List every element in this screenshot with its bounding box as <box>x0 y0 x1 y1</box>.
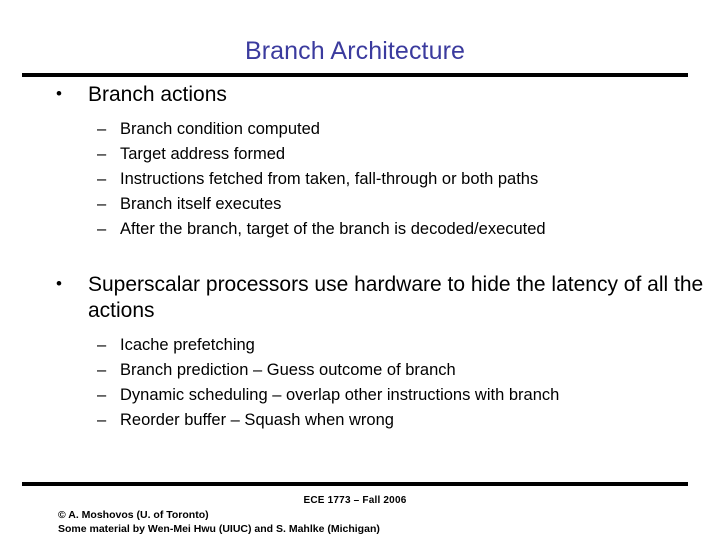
bullet-level2-reorder-buffer: – Reorder buffer – Squash when wrong <box>0 408 720 433</box>
footer-course-label: ECE 1773 – Fall 2006 <box>303 495 407 506</box>
title-divider-rule <box>22 73 688 77</box>
bullet-text: Branch prediction – Guess outcome of bra… <box>120 361 456 379</box>
spacer <box>0 242 720 272</box>
bullet-level2-branch-prediction: – Branch prediction – Guess outcome of b… <box>0 358 720 383</box>
page-title: Branch Architecture <box>244 37 466 65</box>
bullet-level2-target-address-formed: – Target address formed <box>0 142 720 167</box>
bullet-dash-icon: – <box>97 170 107 188</box>
bullet-text: Branch itself executes <box>120 195 282 213</box>
footer-credits: © A. Moshovos (U. of Toronto) Some mater… <box>58 509 678 536</box>
bullet-level2-branch-itself-executes: – Branch itself executes <box>0 192 720 217</box>
bullet-level2-instructions-fetched: – Instructions fetched from taken, fall-… <box>0 167 720 192</box>
bullet-text: Instructions fetched from taken, fall-th… <box>120 170 539 188</box>
bullet-text: Branch actions <box>88 83 227 106</box>
bullet-text: After the branch, target of the branch i… <box>120 220 546 238</box>
bullet-dash-icon: – <box>97 386 107 404</box>
bullet-text: Superscalar processors use hardware to h… <box>88 273 704 322</box>
bullet-dash-icon: – <box>97 120 107 138</box>
bullet-text: Reorder buffer – Squash when wrong <box>120 411 394 429</box>
footer-attribution-line: Some material by Wen-Mei Hwu (UIUC) and … <box>58 522 380 535</box>
bullet-dot-icon: • <box>56 84 62 103</box>
spacer <box>0 324 720 333</box>
bullet-level1-superscalar-processors: • Superscalar processors use hardware to… <box>0 272 720 324</box>
bullet-dot-icon: • <box>56 274 62 293</box>
bullet-text: Branch condition computed <box>120 120 320 138</box>
bullet-text: Dynamic scheduling – overlap other instr… <box>120 386 560 404</box>
bullet-dash-icon: – <box>97 336 107 354</box>
bullet-dash-icon: – <box>97 361 107 379</box>
bullet-dash-icon: – <box>97 220 107 238</box>
bullet-level2-icache-prefetching: – Icache prefetching <box>0 333 720 358</box>
bullet-text: Target address formed <box>120 145 286 163</box>
bullet-level2-dynamic-scheduling: – Dynamic scheduling – overlap other ins… <box>0 383 720 408</box>
bullet-dash-icon: – <box>97 411 107 429</box>
bullet-text: Icache prefetching <box>120 336 255 354</box>
footer-divider-rule <box>22 482 688 486</box>
bullet-level2-after-the-branch: – After the branch, target of the branch… <box>0 217 720 242</box>
bullet-dash-icon: – <box>97 195 107 213</box>
slide-body: • Branch actions – Branch condition comp… <box>0 82 720 433</box>
bullet-level1-branch-actions: • Branch actions <box>0 82 720 108</box>
bullet-level2-branch-condition-computed: – Branch condition computed <box>0 117 720 142</box>
bullet-dash-icon: – <box>97 145 107 163</box>
spacer <box>0 108 720 117</box>
footer-copyright-line: © A. Moshovos (U. of Toronto) <box>58 509 209 521</box>
